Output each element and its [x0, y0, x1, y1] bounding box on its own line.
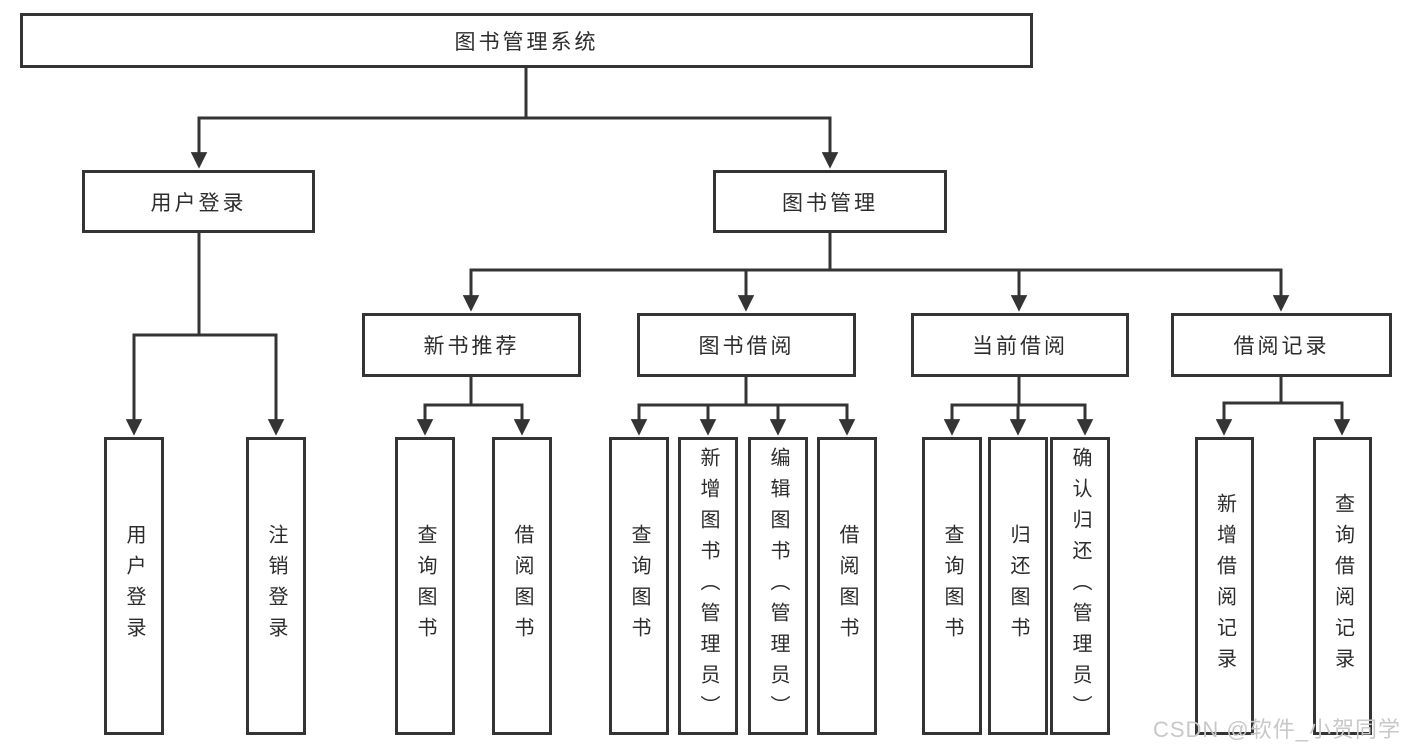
edge-borrow-leaf3	[744, 377, 787, 436]
edge-borrow-leaf2	[699, 377, 748, 436]
leaf-query-books-rec: 查询图书	[395, 437, 455, 735]
edge-records-leaf1	[1215, 377, 1283, 436]
node-borrowing-records-label: 借阅记录	[1233, 335, 1330, 358]
edge-current-leaf1	[943, 377, 1021, 436]
leaf-add-borrow-record: 新增借阅记录	[1195, 437, 1254, 735]
leaf-edit-books-admin: 编辑图书（管理员）	[748, 437, 808, 735]
node-new-book-recommend: 新书推荐	[362, 313, 581, 377]
node-root-label: 图书管理系统	[454, 30, 599, 54]
leaf-borrow-books-rec-label: 借阅图书	[511, 524, 533, 648]
leaf-user-login-label: 用户登录	[123, 524, 145, 648]
leaf-borrow-books-rec: 借阅图书	[492, 437, 552, 735]
edge-mgmt-current	[828, 233, 1028, 312]
edge-rec-leaf2	[469, 377, 531, 436]
edge-login-leaf1	[125, 233, 201, 436]
leaf-logout: 注销登录	[246, 437, 306, 735]
edge-mgmt-new-rec	[462, 233, 832, 312]
node-current-borrowing-label: 当前借阅	[972, 335, 1068, 358]
leaf-add-borrow-record-label: 新增借阅记录	[1213, 493, 1236, 679]
edge-records-leaf2	[1279, 377, 1351, 436]
edge-root-book-management	[524, 68, 839, 169]
edge-borrow-leaf1	[630, 377, 748, 436]
leaf-add-books-admin-label: 新增图书（管理员）	[697, 446, 719, 726]
leaf-query-books-current: 查询图书	[922, 437, 982, 735]
edge-mgmt-records	[828, 233, 1290, 312]
leaf-return-books: 归还图书	[988, 437, 1048, 735]
node-root-system: 图书管理系统	[20, 13, 1033, 68]
leaf-query-borrow-record-label: 查询借阅记录	[1331, 493, 1354, 679]
edge-root-user-login	[190, 68, 528, 169]
leaf-query-books-borrow-label: 查询图书	[628, 524, 650, 648]
node-book-borrowing: 图书借阅	[637, 313, 856, 377]
edge-login-leaf2	[197, 233, 285, 436]
node-book-management-label: 图书管理	[782, 191, 878, 215]
node-new-book-recommend-label: 新书推荐	[423, 335, 520, 358]
leaf-query-books-rec-label: 查询图书	[414, 524, 436, 648]
edge-current-leaf3	[1017, 377, 1094, 436]
leaf-query-books-borrow: 查询图书	[609, 437, 669, 735]
leaf-borrow-books-label: 借阅图书	[836, 524, 858, 648]
leaf-confirm-return-admin: 确认归还（管理员）	[1050, 437, 1110, 735]
node-user-login-label: 用户登录	[150, 191, 247, 215]
node-user-login: 用户登录	[82, 170, 315, 233]
leaf-confirm-return-admin-label: 确认归还（管理员）	[1069, 446, 1091, 726]
leaf-borrow-books: 借阅图书	[817, 437, 877, 735]
node-book-management: 图书管理	[713, 170, 947, 233]
csdn-watermark: CSDN @软件_小贺同学	[1152, 717, 1401, 742]
leaf-logout-label: 注销登录	[265, 524, 287, 648]
leaf-add-books-admin: 新增图书（管理员）	[678, 437, 738, 735]
leaf-query-borrow-record: 查询借阅记录	[1313, 437, 1372, 735]
leaf-edit-books-admin-label: 编辑图书（管理员）	[767, 446, 789, 726]
leaf-user-login: 用户登录	[104, 437, 164, 735]
edge-borrow-leaf4	[744, 377, 856, 436]
node-current-borrowing: 当前借阅	[911, 313, 1129, 377]
edge-mgmt-borrow	[737, 233, 832, 312]
node-borrowing-records: 借阅记录	[1171, 313, 1392, 377]
node-book-borrowing-label: 图书借阅	[698, 335, 795, 358]
edge-rec-leaf1	[416, 377, 473, 436]
leaf-return-books-label: 归还图书	[1007, 524, 1029, 648]
leaf-query-books-current-label: 查询图书	[941, 524, 963, 648]
